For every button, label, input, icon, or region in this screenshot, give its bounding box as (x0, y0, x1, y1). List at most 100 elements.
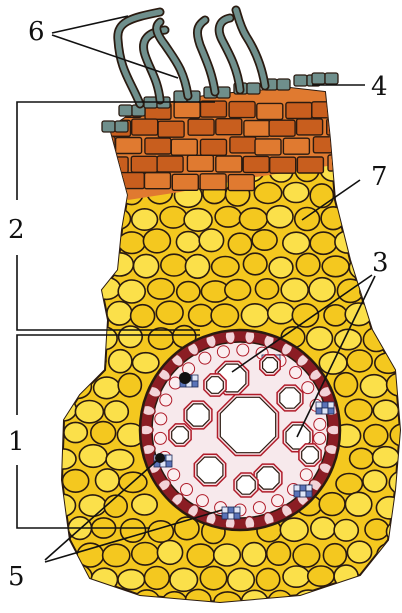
phloem-cell (294, 485, 300, 491)
cortex-cell (94, 377, 120, 399)
epiblema-cell (87, 174, 113, 190)
cortex-cell (269, 257, 293, 278)
cortex-cell (37, 184, 65, 206)
cortex-cell (143, 229, 170, 253)
cortex-cell (375, 589, 400, 611)
xylem-vessel (302, 447, 319, 464)
cortex-cell (347, 159, 371, 180)
cortex-cell (39, 519, 65, 542)
epiblema-cell (172, 174, 198, 190)
cortex-cell (323, 544, 346, 567)
cortex-cell (53, 352, 79, 373)
cortex-cell (148, 279, 175, 300)
cortex-cell (134, 590, 160, 613)
cortex-cell (62, 232, 90, 253)
cortex-cell (79, 495, 106, 516)
epiblema-cell (270, 157, 296, 173)
root-hairs (118, 10, 265, 104)
epiblema-cell (243, 156, 269, 172)
cortex-cell (187, 544, 214, 567)
cortex-cell (38, 471, 63, 493)
xylem-vessel (263, 358, 278, 373)
epiblema-cell (216, 156, 242, 172)
epiblema-cell (286, 103, 312, 119)
cortex-cell (37, 230, 60, 250)
epiblema-cell (269, 120, 295, 136)
cortex-cell (176, 232, 200, 253)
cortex-cell (310, 184, 333, 208)
cortex-cell (268, 591, 292, 613)
epiblema-cell (201, 101, 227, 117)
cortex-cell (185, 255, 209, 279)
epiblema-cell (201, 139, 227, 155)
pericycle-cell (300, 469, 312, 481)
cortex-cell (156, 301, 183, 324)
cortex-cell (133, 353, 159, 373)
epiblema-cell (200, 174, 226, 190)
cortex-cell (144, 567, 169, 590)
phloem-cell (222, 513, 228, 519)
label-6: 6 (28, 17, 45, 47)
epiblema-cell (230, 137, 256, 153)
cortex-cell (375, 353, 402, 373)
cortex-cell (118, 232, 145, 254)
cortex-cell (118, 570, 145, 590)
phloem-cell (234, 513, 240, 519)
xylem-vessel (237, 476, 255, 494)
cortex-cell (214, 544, 241, 566)
cortex-cell (48, 494, 76, 517)
epiblema-cell (312, 102, 338, 118)
cortex-cell (93, 277, 121, 299)
cortex-cell (280, 518, 308, 541)
cortex-cell (334, 520, 358, 542)
cortex-cell (53, 590, 80, 612)
cortex-cell (78, 591, 102, 613)
cortex-cell (63, 470, 89, 493)
cortex-cell (242, 543, 266, 567)
exodermis-cell (247, 83, 260, 94)
cortex-cell (79, 209, 107, 232)
cortex-cell (345, 591, 373, 613)
phloem-cell (322, 408, 328, 414)
cortex-cell (392, 230, 402, 254)
cortex-cell (256, 568, 279, 590)
cortex-cell (307, 327, 333, 350)
cortex-cell (40, 424, 64, 447)
cortex-cell (184, 209, 212, 232)
phloem-cell (328, 408, 334, 414)
pericycle-cell (314, 432, 326, 444)
epiblema-cell (131, 156, 157, 172)
phloem-cell (166, 461, 172, 467)
cortex-cell (41, 565, 65, 588)
exodermis-cell (294, 75, 307, 86)
cortex-cell (345, 303, 372, 326)
epiblema-cell (171, 139, 197, 155)
cortex-cell (51, 302, 75, 325)
pericycle-cell (160, 394, 172, 406)
exodermis-cell (119, 105, 132, 116)
epiblema-cell (145, 138, 171, 154)
cortex-cell (240, 208, 268, 230)
cortex-cell (148, 521, 173, 542)
cortex-cell (211, 304, 238, 327)
exodermis-cell (102, 121, 115, 132)
cortex-cell (162, 592, 187, 613)
cortex-cell (92, 232, 116, 254)
xylem-vessel (172, 427, 189, 444)
cortex-cell (63, 279, 88, 302)
cortex-cell (50, 398, 77, 421)
xylem-vessel (207, 377, 224, 394)
cortex-cell (107, 302, 132, 326)
pericycle-cell (168, 469, 180, 481)
cortex-cell (267, 542, 291, 565)
pericycle-cell (196, 495, 208, 507)
phloem-group (294, 485, 312, 497)
cortex-cell (392, 184, 402, 204)
cortex-cell (308, 566, 334, 586)
cortex-cell (106, 450, 134, 470)
epiblema-cell (90, 101, 116, 117)
phloem-cell (222, 507, 228, 513)
cortex-cell (347, 350, 372, 372)
cortex-cell (161, 254, 187, 276)
